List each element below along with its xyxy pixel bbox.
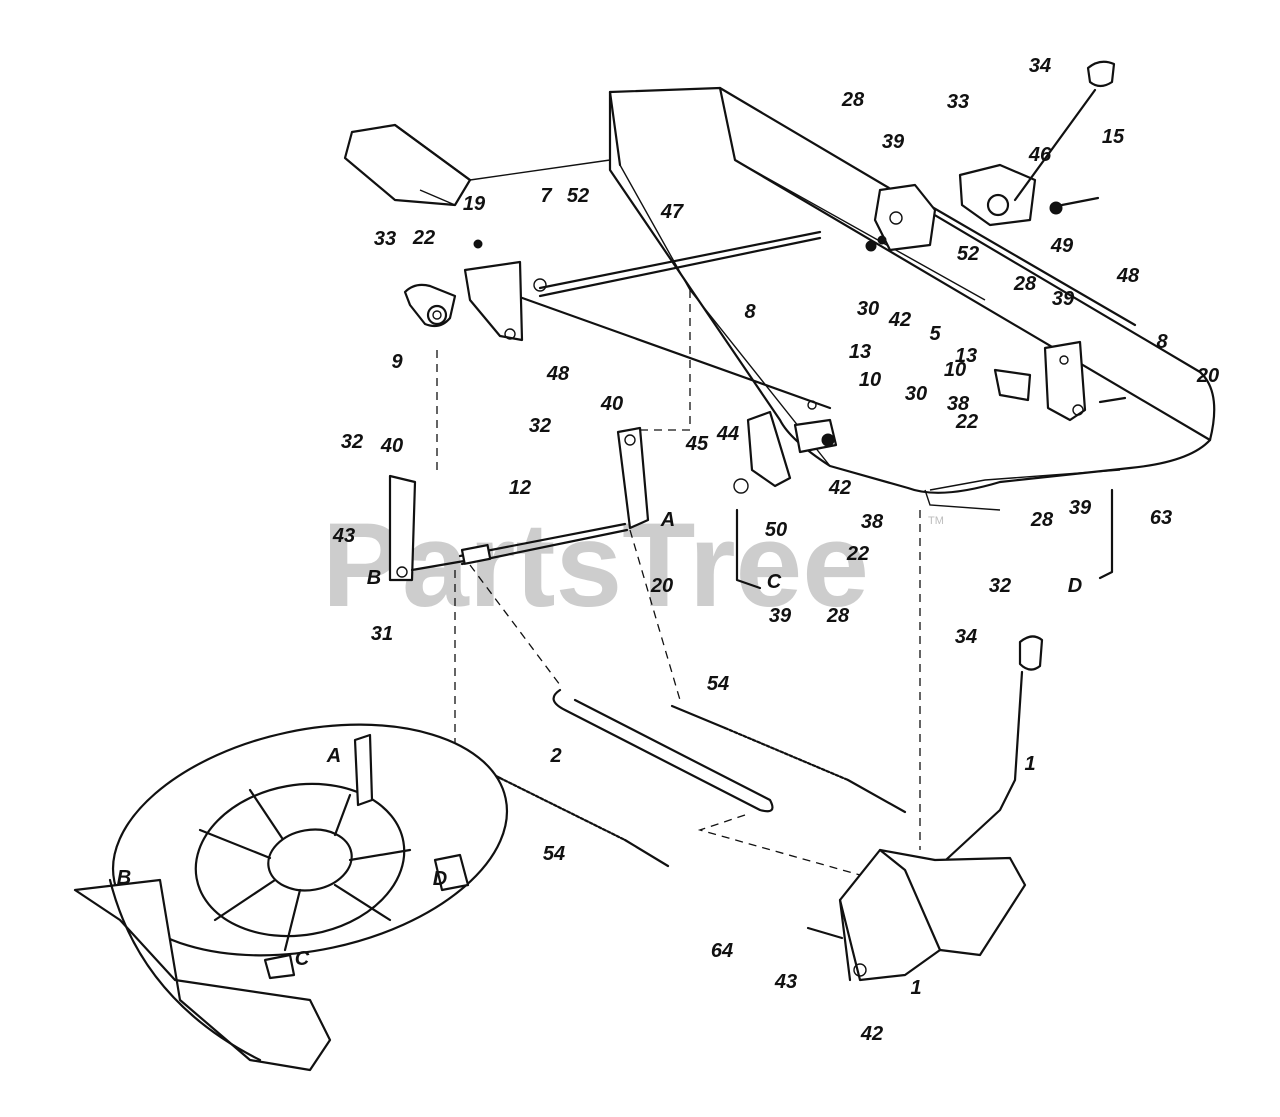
callout-label-c10b: 10: [859, 369, 881, 391]
callout-label-c64: 64: [711, 940, 733, 962]
callout-label-c54a: 54: [707, 673, 729, 695]
callout-label-c40b: 40: [380, 435, 403, 457]
callout-label-c22b: 22: [412, 227, 435, 249]
callout-label-c42c: 42: [860, 1023, 883, 1045]
callout-label-c54b: 54: [543, 843, 565, 865]
callout-label-c2: 2: [549, 745, 561, 767]
callout-label-c42b: 42: [828, 477, 851, 499]
callout-label-cC2: C: [295, 948, 310, 970]
callout-label-c13b: 13: [849, 341, 871, 363]
callout-label-c28d: 28: [826, 605, 850, 627]
callout-label-cD2: D: [433, 868, 447, 890]
callout-label-c33a: 33: [947, 91, 969, 113]
lever-34-upper: [1013, 60, 1116, 202]
callout-label-c34b: 34: [955, 626, 977, 648]
rod-50: [735, 508, 762, 590]
callout-label-c5: 5: [929, 323, 941, 345]
callout-label-c50: 50: [765, 519, 787, 541]
callout-label-c7: 7: [540, 185, 552, 207]
callout-label-c13a: 13: [955, 345, 977, 367]
lever-34-lower: [933, 635, 1044, 872]
callout-label-c30a: 30: [857, 298, 879, 320]
callout-label-cB1: B: [367, 567, 381, 589]
callout-label-cA1: A: [660, 509, 675, 531]
callout-label-c15: 15: [1102, 126, 1125, 148]
handle-bracket-49: [958, 163, 1100, 227]
callout-label-c52a: 52: [957, 243, 979, 265]
callout-label-c19: 19: [463, 193, 486, 215]
callout-label-cB2: B: [117, 867, 131, 889]
rod-47: [538, 230, 822, 298]
link-rod-2: [552, 688, 774, 813]
callout-label-c31: 31: [371, 623, 393, 645]
callout-label-c42a: 42: [888, 309, 911, 331]
cable-12: [458, 522, 629, 566]
callout-label-c39b: 39: [1052, 288, 1075, 310]
callout-label-c48a: 48: [1116, 265, 1140, 287]
callout-label-c38a: 38: [947, 393, 970, 415]
callout-label-c8b: 8: [744, 301, 756, 323]
callout-label-c52b: 52: [567, 185, 589, 207]
callout-label-c22a: 22: [955, 411, 978, 433]
mower-deck: [73, 723, 509, 1072]
callout-label-c1b: 1: [910, 977, 921, 999]
callout-label-c32d: 32: [989, 575, 1011, 597]
callout-label-c28b: 28: [1013, 273, 1037, 295]
callout-label-cC1: C: [767, 571, 782, 593]
lift-arm-left: [388, 474, 472, 582]
callout-label-c9: 9: [391, 351, 403, 373]
callout-label-c47: 47: [660, 201, 684, 223]
lift-arm-center: [616, 426, 650, 530]
callout-label-c28c: 28: [1030, 509, 1054, 531]
lever-bracket-1: [806, 848, 1027, 982]
rod-48-left: [498, 288, 832, 410]
watermark-trademark: TM: [928, 515, 944, 527]
callout-label-c39c: 39: [1069, 497, 1092, 519]
callout-label-c46: 46: [1028, 144, 1052, 166]
callout-label-c34a: 34: [1029, 55, 1051, 77]
callout-label-c28a: 28: [841, 89, 865, 111]
rod-63: [1098, 488, 1114, 580]
callout-label-c20b: 20: [650, 575, 673, 597]
callout-label-c43a: 43: [332, 525, 355, 547]
callout-label-c40a: 40: [600, 393, 623, 415]
callout-label-c38b: 38: [861, 511, 884, 533]
callout-label-c48b: 48: [546, 363, 570, 385]
callout-label-c22c: 22: [846, 543, 869, 565]
guide-lines: [436, 290, 921, 876]
spring-54-upper: [670, 704, 907, 814]
callout-label-c39a: 39: [882, 131, 905, 153]
callout-label-cA2: A: [326, 745, 341, 767]
callout-label-c10a: 10: [944, 359, 966, 381]
rod-48-right: [918, 198, 1137, 327]
callout-label-c44: 44: [716, 423, 739, 445]
callout-label-c32a: 32: [529, 415, 551, 437]
callout-label-cD1: D: [1068, 575, 1082, 597]
bracket-8-center: [733, 400, 838, 494]
callout-label-c1a: 1: [1024, 753, 1035, 775]
bracket-5: [865, 183, 937, 252]
bracket-7: [463, 239, 547, 342]
callout-label-c49: 49: [1050, 235, 1074, 257]
callout-label-c20a: 20: [1196, 365, 1219, 387]
callout-label-c32b: 32: [341, 431, 363, 453]
bracket-8-right: [993, 340, 1127, 422]
callout-label-c33b: 33: [374, 228, 396, 250]
callout-label-c8a: 8: [1156, 331, 1168, 353]
callout-label-c30b: 30: [905, 383, 927, 405]
callout-label-c12: 12: [509, 477, 531, 499]
callout-label-c63: 63: [1150, 507, 1172, 529]
callout-label-c45: 45: [685, 433, 709, 455]
callout-label-c39d: 39: [769, 605, 792, 627]
callout-label-c43b: 43: [774, 971, 797, 993]
cam-9: [403, 283, 457, 328]
